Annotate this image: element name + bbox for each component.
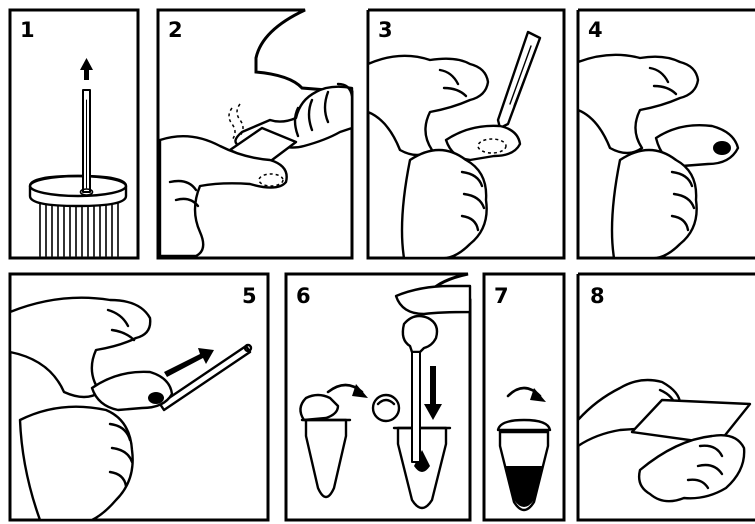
- capillary-collect-illustration: [10, 298, 251, 520]
- panel-8: 8: [578, 274, 755, 520]
- step-number-2: 2: [168, 18, 183, 42]
- pull-up-arrow-icon: [80, 58, 93, 80]
- lancet-prick-illustration: [368, 32, 540, 258]
- blood-drop: [713, 141, 731, 155]
- panel-7: 7: [484, 274, 564, 520]
- pipette-bulb: [403, 316, 437, 352]
- closed-tube-illustration: [498, 388, 550, 510]
- open-lid: [300, 395, 338, 420]
- tube-cap: [498, 420, 550, 430]
- panel-1: 1: [10, 10, 138, 258]
- hand-swab-illustration: [160, 84, 352, 256]
- panel-4: 4: [578, 10, 755, 258]
- step-number-1: 1: [20, 18, 35, 42]
- step-number-6: 6: [296, 284, 311, 308]
- panel-3: 3: [368, 10, 564, 258]
- step-number-4: 4: [588, 18, 603, 42]
- microtube-left: [306, 420, 346, 497]
- container-lid: [30, 176, 126, 206]
- panel-6: 6: [286, 274, 470, 520]
- panel-5: 5: [10, 274, 268, 520]
- sample-fill: [506, 466, 542, 507]
- blood-drop-illustration: [578, 55, 738, 258]
- down-arrow-icon: [424, 366, 442, 420]
- bandage-illustration: [578, 380, 750, 501]
- step-number-3: 3: [378, 18, 393, 42]
- tube-transfer-illustration: [300, 286, 470, 508]
- step-number-5: 5: [242, 284, 257, 308]
- panel-2: 2: [158, 10, 352, 258]
- lancet-container-illustration: [30, 58, 126, 256]
- step-number-7: 7: [494, 284, 509, 308]
- step-number-8: 8: [590, 284, 605, 308]
- blood-drop-5: [148, 392, 164, 404]
- capillary-pipette: [412, 352, 420, 462]
